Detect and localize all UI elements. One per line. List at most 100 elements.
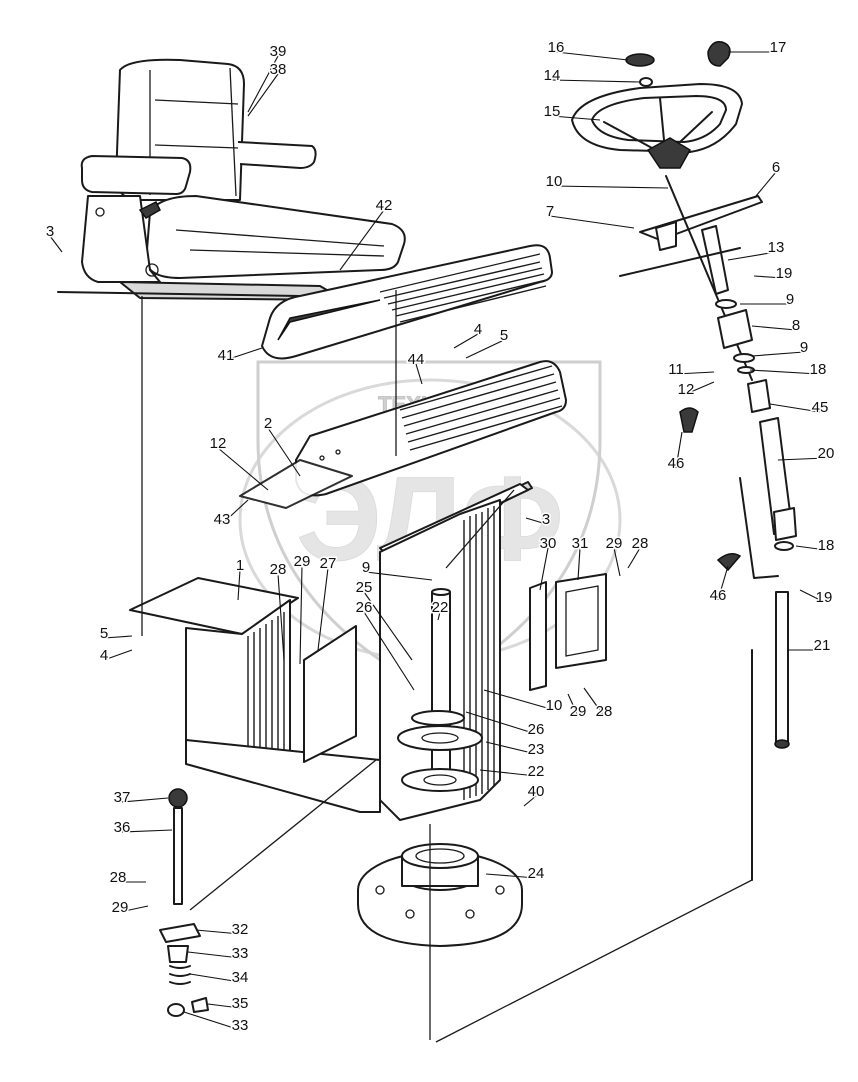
callout-leader [685,381,715,395]
part-callout: 13 [768,239,785,256]
callout-leader [415,363,423,385]
callout-leader [627,547,641,569]
part-callout: 22 [432,599,449,616]
assembly-lines [141,290,753,1043]
part-callout: 44 [408,351,425,368]
callout-leader [479,769,537,777]
part-callout: 14 [544,67,561,84]
part-callout: 11 [668,361,684,378]
part-callout: 27 [320,555,337,572]
part-callout: 38 [270,61,287,78]
part-callout: 9 [800,339,808,356]
callout-leader [277,573,285,661]
callout-leader [553,185,669,189]
callout-leader [119,905,149,913]
part-callout: 6 [772,159,780,176]
part-callout: 33 [232,945,249,962]
part-callout: 24 [528,865,545,882]
part-callout: 5 [100,625,108,642]
gear-lever [159,788,209,1017]
part-callout: 4 [100,647,108,664]
callout-leader [485,873,537,879]
part-callout: 36 [114,819,131,836]
part-callout: 12 [210,435,227,452]
callout-leader [49,235,63,253]
part-callout: 29 [294,553,311,570]
callout-leader [751,325,797,331]
dashboard-panel-lower [295,360,567,497]
part-callout: 29 [112,899,129,916]
callout-leader [121,829,173,833]
part-callout: 32 [232,921,249,938]
part-callout: 28 [632,535,649,552]
steering-wheel [571,40,743,169]
callout-leader [799,589,825,603]
part-callout: 31 [572,535,589,552]
callout-leader [221,499,249,525]
callout-leader [465,711,537,735]
callout-leader [483,689,555,711]
callout-leader [365,571,433,581]
part-callout: 29 [570,703,587,720]
part-callout: 9 [362,559,370,576]
part-callout: 37 [114,789,131,806]
callout-leader [727,251,777,261]
callout-leader [567,693,579,717]
callout-leader [103,635,133,639]
steering-column [619,175,797,881]
part-callout: 16 [548,39,565,56]
callout-leader [225,347,263,361]
callout-leader [549,215,635,229]
callout-leader [207,1003,241,1009]
part-callout: 9 [786,291,794,308]
callout-leader [247,73,279,117]
dashboard-cover-upper [261,244,553,360]
part-callout: 30 [540,535,557,552]
lower-panel-ribs [399,365,563,451]
part-callout: 42 [376,197,393,214]
part-callout: 15 [544,103,561,120]
part-callout: 18 [818,537,835,554]
callout-leader [753,275,785,279]
callout-leader [453,333,479,349]
part-callout: 46 [710,587,727,604]
callout-leader [485,741,537,755]
callout-leader [795,545,827,551]
callout-leader [551,115,601,121]
part-callout: 3 [46,223,54,240]
callout-leader [237,569,241,601]
part-callout: 20 [818,445,835,462]
callout-leader [437,611,441,621]
callout-leader [217,447,269,491]
callout-leader [339,209,385,271]
part-callout: 1 [236,557,244,574]
part-callout: 28 [110,869,127,886]
part-callout: 40 [528,783,545,800]
callout-leader [189,973,241,983]
part-callout: 2 [264,415,272,432]
part-callout: 8 [792,317,800,334]
operator-seat [57,58,406,301]
callout-leader [103,649,133,661]
part-callout: 33 [232,1017,249,1034]
part-callout: 10 [546,697,563,714]
callout-leader [539,547,549,591]
callout-leader [317,567,329,651]
callout-leader [675,431,683,469]
callout-leader [363,611,415,691]
pedestal-hatching [247,612,285,750]
callout-leader [583,687,605,717]
callout-leader [267,427,301,477]
callout-leader [299,565,303,665]
part-callout: 25 [356,579,373,596]
part-callout: 43 [214,511,231,528]
part-callout: 7 [546,203,554,220]
part-callout: 34 [232,969,249,986]
part-callout: 19 [776,265,793,282]
part-callout: 39 [270,43,287,60]
part-callout: 26 [528,721,545,738]
callout-leader [183,1011,241,1031]
callout-leader [551,79,641,83]
